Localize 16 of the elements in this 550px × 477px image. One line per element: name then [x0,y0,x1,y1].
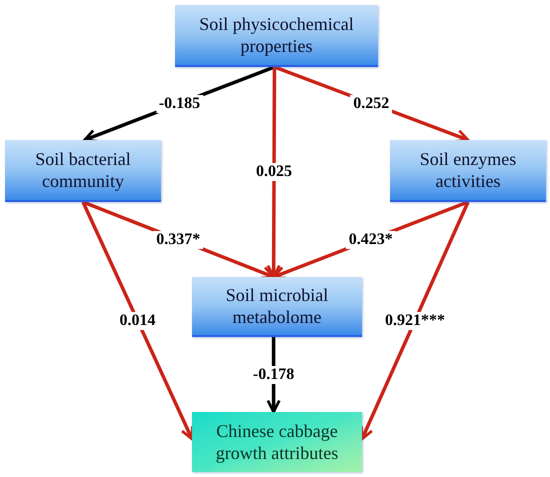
node-label: Soil physicochemical properties [198,13,355,57]
node-label: Soil microbial metabolome [224,284,330,328]
node-label: Soil bacterial community [34,148,132,192]
node-label: Soil enzymes activities [418,148,518,192]
factor-box [5,140,161,202]
node-label: Chinese cabbage growth attributes [214,420,340,464]
arrow [360,201,470,440]
factor-box [192,277,362,337]
edge-label: 0.423* [346,230,396,248]
arrow [81,201,194,440]
factor-box [390,140,546,202]
edge-label: -0.185 [156,94,204,112]
outcome-box [192,412,362,472]
factor-box [175,5,378,67]
edge-label: 0.252 [350,94,392,112]
edge-label: 0.337* [153,230,204,248]
